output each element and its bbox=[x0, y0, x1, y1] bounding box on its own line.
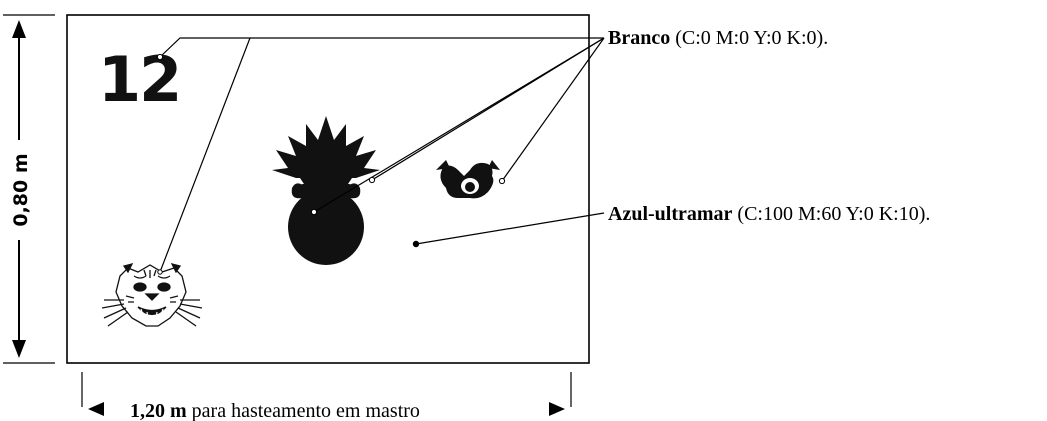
left-arrow-icon bbox=[88, 402, 104, 416]
height-label-gap bbox=[8, 140, 30, 240]
blue-color-spec: (C:100 M:60 Y:0 K:10). bbox=[732, 203, 930, 225]
up-arrow-icon bbox=[12, 20, 26, 38]
white-callout-lines bbox=[159, 37, 605, 273]
white-color-name: Branco bbox=[608, 27, 670, 49]
jaguar-head-icon bbox=[101, 263, 203, 327]
pointer-dot-grenade-2 bbox=[310, 208, 318, 216]
white-callout-label: Branco (C:0 M:0 Y:0 K:0). bbox=[608, 27, 828, 49]
flaming-grenade-icon bbox=[272, 116, 380, 265]
pointer-dot-jaguar bbox=[157, 269, 163, 275]
width-label: 1,20 m para hasteamento em mastro bbox=[130, 400, 420, 421]
flag-number: 12 bbox=[98, 43, 180, 116]
blue-color-name: Azul-ultramar bbox=[608, 203, 733, 225]
pointer-dot-grenade-1 bbox=[368, 176, 376, 184]
pointer-dot-emblem bbox=[498, 177, 506, 185]
width-value: 1,20 m bbox=[130, 400, 187, 421]
winged-emblem-icon bbox=[436, 160, 500, 199]
down-arrow-icon bbox=[12, 340, 26, 358]
pointer-dot-number bbox=[156, 53, 164, 61]
pointer-dot-blue bbox=[412, 240, 420, 248]
height-label: 0,80 m bbox=[10, 153, 32, 226]
white-color-spec: (C:0 M:0 Y:0 K:0). bbox=[670, 27, 828, 49]
blue-callout-label: Azul-ultramar (C:100 M:60 Y:0 K:10). bbox=[608, 203, 930, 225]
blue-callout-line bbox=[415, 212, 605, 245]
right-arrow-icon bbox=[549, 402, 565, 416]
width-suffix: para hasteamento em mastro bbox=[187, 400, 420, 421]
